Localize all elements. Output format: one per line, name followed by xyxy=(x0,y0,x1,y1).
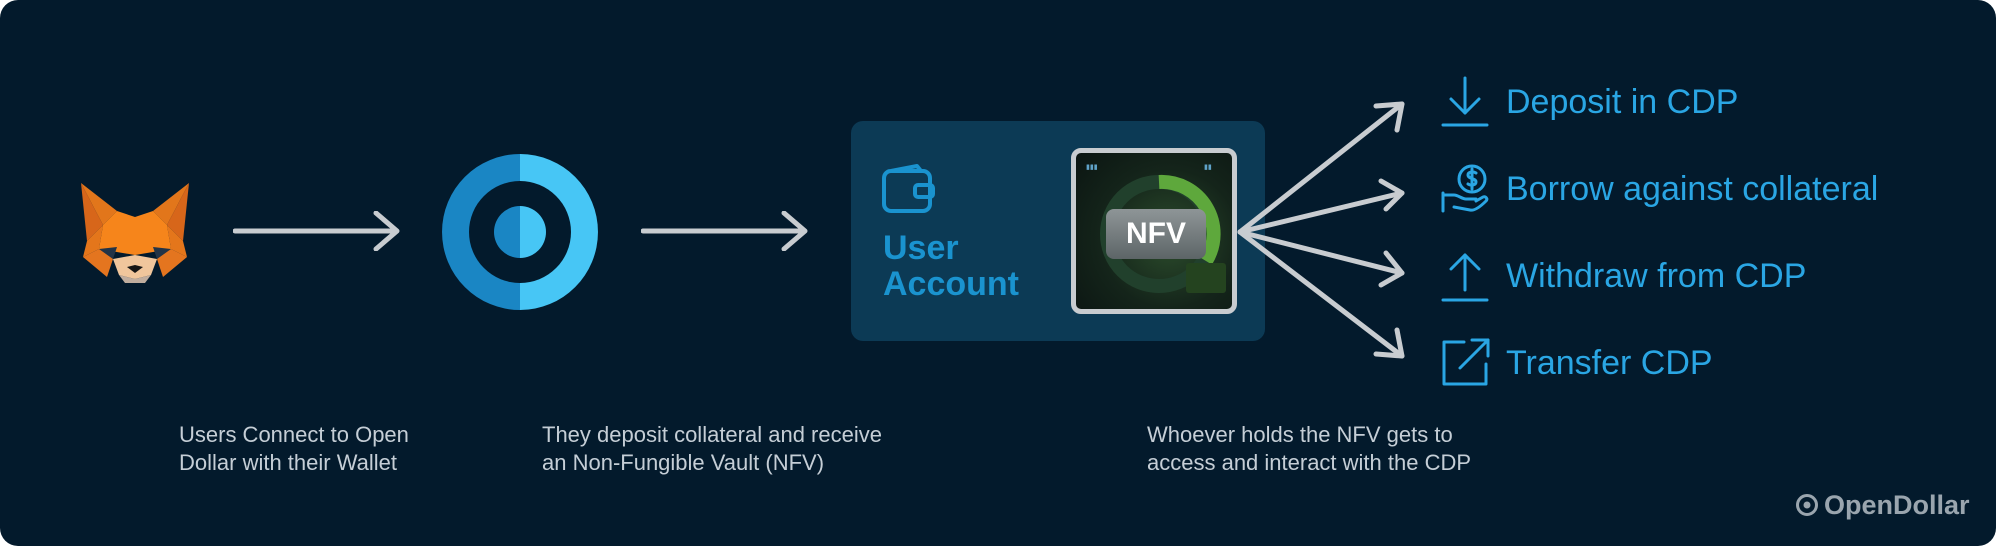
nfv-card: ▮▮▮ ▮▮ NFV xyxy=(1071,148,1237,314)
upload-arrow-icon xyxy=(1440,250,1490,304)
nfv-card-detail: ▮▮ xyxy=(1204,164,1212,171)
flow-arrow xyxy=(641,211,811,251)
deposit-caption: They deposit collateral and receive an N… xyxy=(542,421,882,477)
wallet-icon xyxy=(881,163,937,215)
caption-line: They deposit collateral and receive xyxy=(542,422,882,447)
fan-out-arrows xyxy=(1235,95,1415,375)
user-account-label-line1: User xyxy=(883,229,959,267)
holder-caption: Whoever holds the NFV gets to access and… xyxy=(1147,421,1471,477)
user-account-label-line2: Account xyxy=(883,265,1019,303)
fox-wallet-icon xyxy=(77,181,193,285)
action-withdraw-label: Withdraw from CDP xyxy=(1506,257,1807,295)
open-dollar-logo-icon xyxy=(440,152,600,312)
caption-line: an Non-Fungible Vault (NFV) xyxy=(542,450,825,475)
caption-line: Users Connect to Open xyxy=(179,422,409,447)
caption-line: access and interact with the CDP xyxy=(1147,450,1472,475)
open-dollar-small-logo-icon xyxy=(1795,493,1819,517)
nfv-card-detail xyxy=(1186,263,1226,293)
action-transfer-label: Transfer CDP xyxy=(1506,344,1713,382)
flow-arrow xyxy=(233,211,403,251)
action-deposit-label: Deposit in CDP xyxy=(1506,83,1739,121)
nfv-label: NFV xyxy=(1106,209,1206,259)
nfv-card-detail: ▮▮▮ xyxy=(1086,164,1098,171)
caption-line: Whoever holds the NFV gets to xyxy=(1147,422,1453,447)
external-link-icon xyxy=(1440,336,1492,388)
caption-line: Dollar with their Wallet xyxy=(179,450,398,475)
connect-caption: Users Connect to Open Dollar with their … xyxy=(179,421,409,477)
hand-dollar-coin-icon xyxy=(1440,163,1494,215)
action-borrow-label: Borrow against collateral xyxy=(1506,170,1879,208)
download-arrow-icon xyxy=(1440,75,1490,129)
brand-name: OpenDollar xyxy=(1824,490,1970,520)
